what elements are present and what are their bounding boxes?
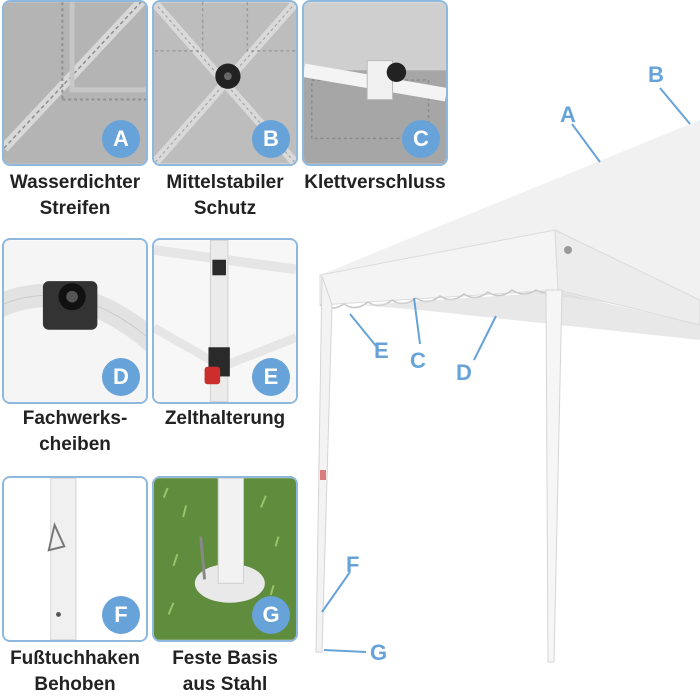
caption-waterproof-strip: Wasserdichter Streifen bbox=[0, 170, 150, 222]
caption-line: Fachwerks- bbox=[22, 408, 128, 429]
caption-velcro: Klettverschluss bbox=[300, 170, 450, 196]
badge-c: C bbox=[402, 120, 440, 158]
badge-d: D bbox=[102, 358, 140, 396]
caption-steel-base: Feste Basis aus Stahl bbox=[150, 646, 300, 698]
detail-panel-waterproof-strip: A bbox=[2, 0, 148, 166]
badge-g: G bbox=[252, 596, 290, 634]
caption-center-protection: Mittelstabiler Schutz bbox=[150, 170, 300, 222]
badge-e: E bbox=[252, 358, 290, 396]
callout-label-b: B bbox=[648, 62, 664, 87]
waterproof-strip-photo bbox=[4, 2, 146, 164]
caption-line: Schutz bbox=[193, 198, 257, 219]
caption-truss-discs: Fachwerks- cheiben bbox=[0, 406, 150, 458]
detail-panel-truss-discs: D bbox=[2, 238, 148, 404]
caption-line: Mittelstabiler bbox=[166, 172, 284, 193]
caption-line: aus Stahl bbox=[182, 674, 268, 695]
badge-f: F bbox=[102, 596, 140, 634]
callout-label-d: D bbox=[456, 360, 472, 385]
callout-label-e: E bbox=[374, 338, 389, 363]
callout-label-f: F bbox=[346, 552, 360, 577]
caption-line: Behoben bbox=[34, 674, 116, 695]
callout-label-a: A bbox=[560, 102, 576, 127]
detail-panel-tent-bracket: E bbox=[152, 238, 298, 404]
detail-panel-foot-hook: F bbox=[2, 476, 148, 642]
caption-line: Feste Basis bbox=[172, 648, 278, 669]
caption-line: Klettverschluss bbox=[304, 172, 446, 193]
caption-line: Streifen bbox=[39, 198, 111, 219]
caption-tent-bracket: Zelthalterung bbox=[150, 406, 300, 432]
detail-panel-steel-base: G bbox=[152, 476, 298, 642]
detail-panel-velcro: C bbox=[302, 0, 448, 166]
caption-line: cheiben bbox=[39, 434, 111, 455]
caption-line: Zelthalterung bbox=[164, 408, 286, 429]
badge-b: B bbox=[252, 120, 290, 158]
callout-label-c: C bbox=[410, 348, 426, 373]
tent-bracket-photo bbox=[154, 240, 296, 402]
caption-line: Fußtuchhaken bbox=[10, 648, 140, 669]
caption-line: Wasserdichter bbox=[9, 172, 141, 193]
caption-foot-hook: Fußtuchhaken Behoben bbox=[0, 646, 150, 698]
gazebo-main-illustration bbox=[300, 40, 700, 700]
detail-panel-center-protection: B bbox=[152, 0, 298, 166]
badge-a: A bbox=[102, 120, 140, 158]
gazebo-photo bbox=[315, 120, 700, 663]
callout-label-g: G bbox=[370, 640, 388, 665]
